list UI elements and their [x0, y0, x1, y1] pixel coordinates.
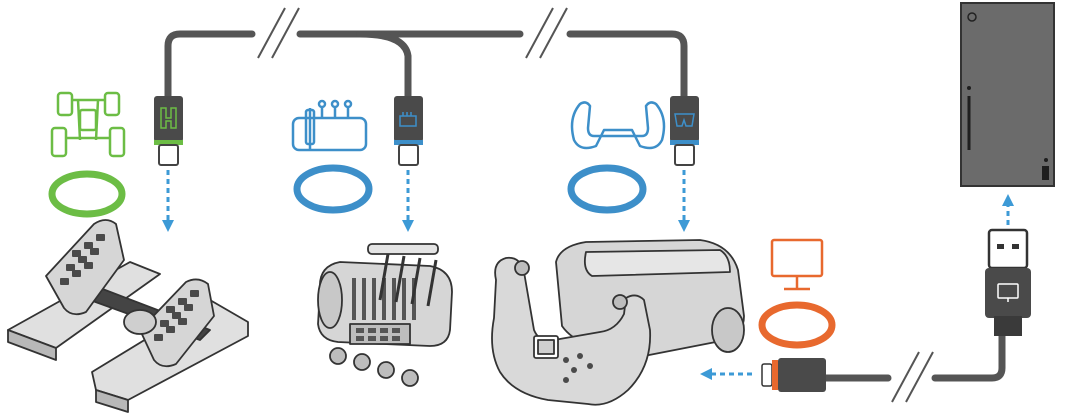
- console: [960, 2, 1055, 187]
- usb-connector: [985, 228, 1031, 336]
- throttle-quadrant-device: [317, 243, 453, 387]
- flight-yoke-device: [491, 239, 745, 406]
- cable-throttle-branch: [356, 30, 412, 100]
- yoke-usb-c-plug: [761, 358, 826, 392]
- throttle-quadrant-icon: [291, 99, 368, 152]
- rudder-pedals-icon: [50, 91, 126, 158]
- connection-arrows: [162, 170, 1014, 380]
- monitor-icon: [770, 238, 824, 291]
- cable-pedals: [164, 30, 256, 100]
- cable-break-marks: [257, 7, 934, 403]
- flight-yoke-icon: [570, 101, 666, 150]
- throttle-port-ring: [293, 164, 373, 214]
- pedals-port-ring: [48, 170, 126, 218]
- console-logo-icon: [967, 12, 977, 22]
- yoke-port-ring: [567, 164, 647, 214]
- yoke-connector: [670, 96, 699, 166]
- top-cable-chain: [164, 30, 1006, 382]
- monitor-port-ring: [758, 301, 836, 349]
- rudder-pedals-device: [7, 219, 249, 413]
- cable-yoke: [566, 30, 688, 100]
- throttle-connector: [394, 96, 423, 166]
- pedals-connector: [154, 96, 183, 166]
- cable-console: [931, 332, 1006, 382]
